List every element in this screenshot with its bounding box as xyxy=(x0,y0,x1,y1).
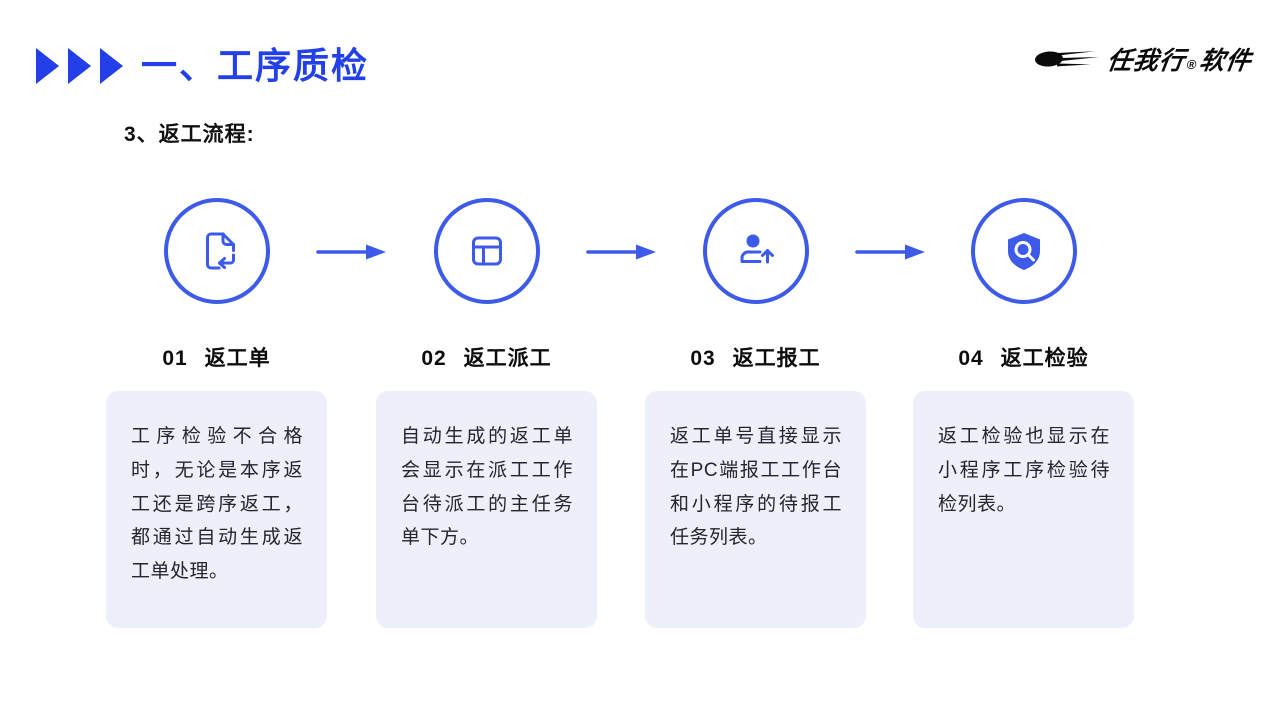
step-label-1: 01 返工单 xyxy=(106,342,327,370)
step-number: 01 xyxy=(162,347,188,370)
step-name: 返工报工 xyxy=(732,347,821,370)
step-number: 02 xyxy=(421,347,447,370)
step-card-1: 工序检验不合格时，无论是本序返工还是跨序返工，都通过自动生成返工单处理。 xyxy=(106,391,327,628)
company-logo: 任我行 ® 软件 xyxy=(1035,46,1255,75)
user-upload-icon xyxy=(740,234,774,264)
right-arrow-icon xyxy=(855,243,927,266)
right-triangle-icon xyxy=(100,48,123,84)
right-arrow-icon xyxy=(586,243,658,266)
step-name: 返工单 xyxy=(204,347,271,370)
step-name: 返工检验 xyxy=(1000,347,1089,370)
shield-search-icon xyxy=(1007,233,1040,270)
page-title: 一、工序质检 xyxy=(141,45,370,86)
document-return-icon xyxy=(205,232,235,270)
triple-right-triangles-icon xyxy=(36,48,123,84)
step-circle-2 xyxy=(433,198,540,304)
step-number: 03 xyxy=(690,347,716,370)
step-circle-4 xyxy=(970,198,1077,304)
step-column-2: 02 返工派工 自动生成的返工单会显示在派工工作台待派工的主任务单下方。 xyxy=(376,198,597,628)
step-column-1: 01 返工单 工序检验不合格时，无论是本序返工还是跨序返工，都通过自动生成返工单… xyxy=(106,198,327,628)
logo-text: 任我行 ® 软件 xyxy=(1105,46,1255,75)
step-circle-3 xyxy=(702,198,809,304)
step-card-2: 自动生成的返工单会显示在派工工作台待派工的主任务单下方。 xyxy=(376,391,597,628)
step-label-4: 04 返工检验 xyxy=(913,342,1134,370)
step-description: 工序检验不合格时，无论是本序返工还是跨序返工，都通过自动生成返工单处理。 xyxy=(131,426,303,583)
step-description: 返工单号直接显示在PC端报工工作台和小程序的待报工任务列表。 xyxy=(670,426,842,549)
header: 一、工序质检 xyxy=(36,48,369,84)
step-circle-1 xyxy=(163,198,270,304)
logo-separator: ® xyxy=(1185,56,1199,72)
step-column-3: 03 返工报工 返工单号直接显示在PC端报工工作台和小程序的待报工任务列表。 xyxy=(645,198,866,628)
step-number: 04 xyxy=(958,347,984,370)
step-column-4: 04 返工检验 返工检验也显示在小程序工序检验待检列表。 xyxy=(913,198,1134,628)
right-triangle-icon xyxy=(36,48,59,84)
step-label-2: 02 返工派工 xyxy=(376,342,597,370)
step-card-3: 返工单号直接显示在PC端报工工作台和小程序的待报工任务列表。 xyxy=(645,391,866,628)
step-name: 返工派工 xyxy=(463,347,552,370)
step-description: 返工检验也显示在小程序工序检验待检列表。 xyxy=(938,426,1110,515)
right-arrow-icon xyxy=(316,243,388,266)
logo-text-sub: 软件 xyxy=(1198,46,1255,75)
step-description: 自动生成的返工单会显示在派工工作台待派工的主任务单下方。 xyxy=(401,426,573,549)
layout-panel-icon xyxy=(471,236,502,266)
step-label-3: 03 返工报工 xyxy=(645,342,866,370)
speed-swoosh-icon xyxy=(1035,51,1100,67)
step-card-4: 返工检验也显示在小程序工序检验待检列表。 xyxy=(913,391,1134,628)
section-subtitle: 3、返工流程: xyxy=(124,123,255,146)
right-triangle-icon xyxy=(68,48,91,84)
logo-text-main: 任我行 xyxy=(1105,46,1188,75)
